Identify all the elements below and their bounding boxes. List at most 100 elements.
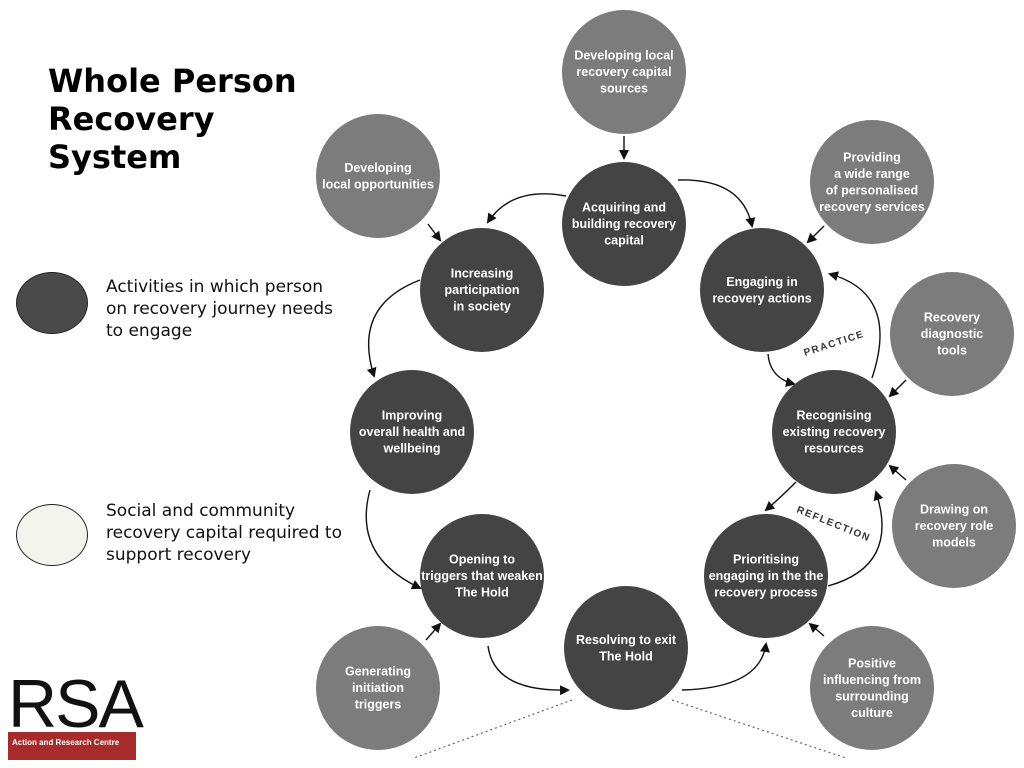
developing-opportunities-circle [316,114,440,238]
improving-circle [350,370,474,494]
models-arrow [888,464,907,481]
generating-triggers-label-line: Generating [345,665,411,679]
engaging-circle [700,228,824,352]
acq-to-eng-arrow [677,179,756,228]
legend-activity-label: Activities in which person on recovery j… [106,277,334,341]
generating-triggers-label: Generating initiation triggers [345,665,411,712]
opportunities-arrow [427,223,442,242]
services-arrow [806,225,825,244]
improving-label-line: Improving [382,409,442,423]
recognising-circle [772,370,896,494]
diagnostic-tools-node: Recovery diagnostic tools [890,272,1014,396]
developing-sources-label-line: recovery capital [576,65,671,79]
rec-to-pri-arrow [764,481,797,512]
acquiring-node: Acquiring and building recovery capital [562,162,686,286]
prioritising-label: Prioritising engaging in the the recovery … [709,553,824,600]
developing-opportunities-node: Developing local opportunities [316,114,440,238]
developing-opportunities-label: Developing local opportunities [322,161,434,192]
opening-label-line: triggers that weaken [421,569,543,583]
role-models-circle [892,464,1016,588]
developing-opportunities-label-line: Developing [344,161,411,175]
acq-to-inc-arrow [486,193,567,224]
cycle-arrows [365,179,884,696]
legend-activity-swatch [16,272,88,334]
diagnostic-tools-label-line: Recovery [924,311,980,325]
recognising-node: Recognising existing recovery resources [772,370,896,494]
legend-capital-swatch [16,504,88,566]
role-models-label-line: Drawing on [920,503,988,517]
engaging-label-line: recovery actions [712,291,811,305]
generating-triggers-label-line: triggers [355,698,402,712]
positive-influencing-label-line: Positive [848,656,896,670]
opening-label-line: The Hold [455,586,508,600]
positive-influencing-label-line: influencing from [823,673,921,687]
acquiring-label: Acquiring and building recovery capital [572,201,676,248]
recognising-label-line: resources [804,442,864,456]
providing-services-label-line: recovery services [819,200,925,214]
recognising-label-line: Recognising [796,409,871,423]
recognising-label-line: existing recovery [783,425,886,439]
ope-to-res-arrow [487,645,570,696]
page-title: Whole Person Recovery System [48,62,297,176]
acquiring-label-line: Acquiring and [582,201,666,215]
opening-label-line: Opening to [449,553,515,567]
pri-to-rec-arrow [827,490,884,587]
resolving-circle [564,586,688,710]
activity-nodes: Acquiring and building recovery capital Eng… [350,162,896,710]
providing-services-label-line: Providing [843,150,901,164]
rsa-logo-text: RSA [8,666,144,742]
triggers-arrow [425,622,442,641]
resolving-label-line: Resolving to exit [576,633,677,647]
developing-opportunities-label-line: local opportunities [322,177,434,191]
resolving-label-line: The Hold [599,649,652,663]
acquiring-label-line: building recovery [572,217,676,231]
increasing-label-line: participation [444,283,519,297]
prioritising-label-line: Prioritising [733,553,799,567]
prioritising-circle [704,514,828,638]
tools-arrow [888,379,907,398]
inc-to-imp-arrow [366,279,421,378]
generating-triggers-node: Generating initiation triggers [316,626,440,750]
providing-services-label-line: of personalised [826,183,918,197]
generating-triggers-circle [316,626,440,750]
prioritising-label-line: recovery process [714,586,818,600]
positive-influencing-circle [810,626,934,750]
opening-circle [420,514,544,638]
prioritising-node: Prioritising engaging in the the recovery … [704,514,828,638]
diagnostic-tools-label-line: diagnostic [921,327,984,341]
recognising-label: Recognising existing recovery resources [783,409,886,456]
imp-to-ope-arrow [365,489,422,590]
developing-sources-label-line: sources [600,82,648,96]
rsa-logo-subtitle: Action and Research Centre [12,738,120,747]
legend-capital-label: Social and community recovery capital re… [106,501,342,565]
rec-to-eng-arrow [828,271,881,379]
providing-services-circle [810,120,934,244]
developing-sources-circle [562,10,686,134]
positive-influencing-label-line: surrounding [835,689,909,703]
diagnostic-tools-label: Recovery diagnostic tools [921,311,984,358]
improving-label-line: overall health and [359,425,465,439]
prioritising-label-line: engaging in the the [709,569,824,583]
generating-triggers-label-line: initiation [352,681,404,695]
acquiring-label-line: capital [604,234,644,248]
role-models-label-line: models [932,536,976,550]
diagnostic-tools-label-line: tools [937,344,967,358]
diagnostic-tools-circle [890,272,1014,396]
